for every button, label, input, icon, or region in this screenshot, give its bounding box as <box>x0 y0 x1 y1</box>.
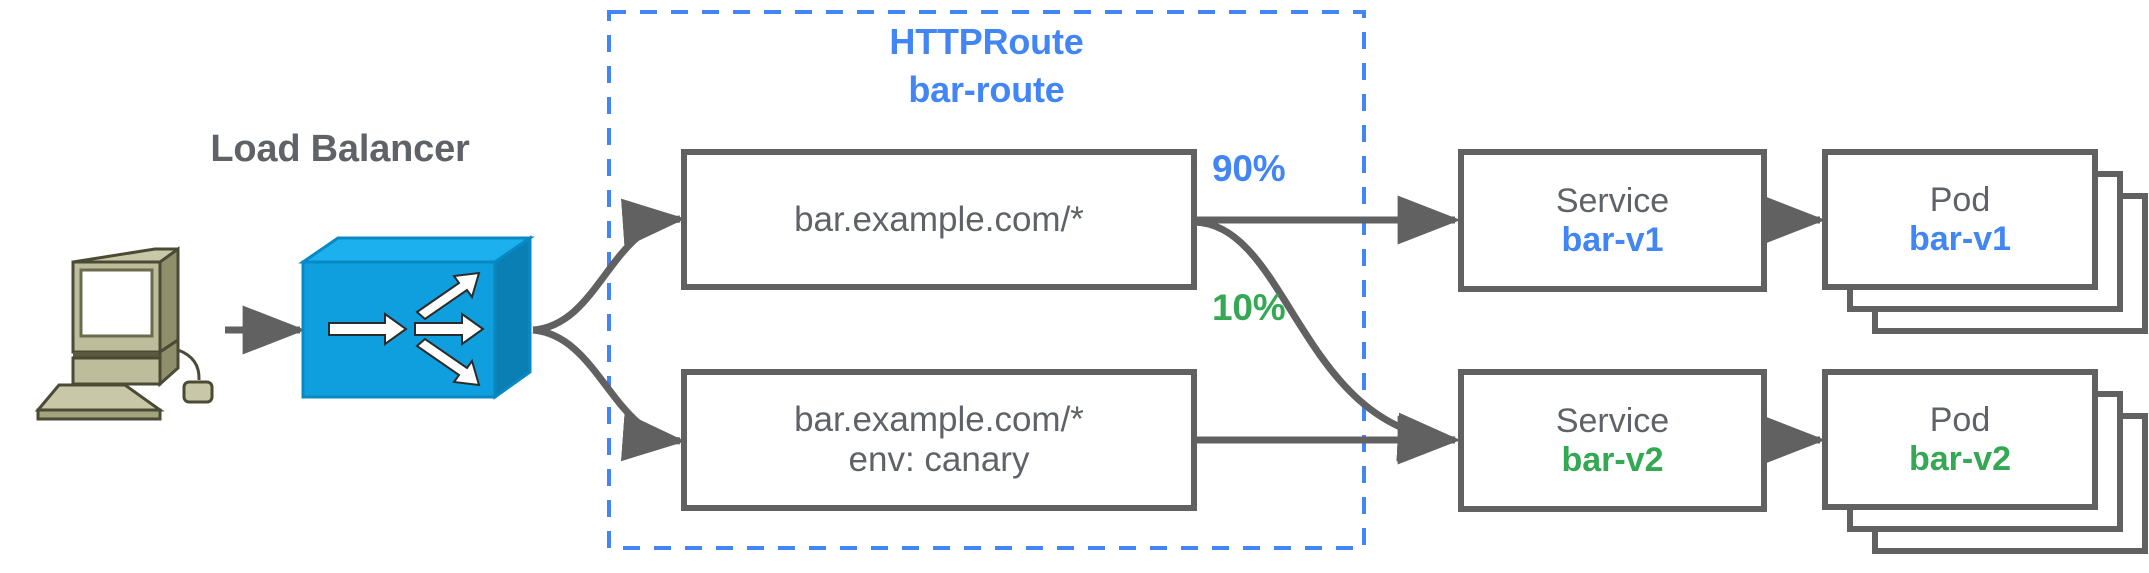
arrow-rule-to-service-v2-canary-split <box>1193 218 1461 462</box>
pod-bar-v1-kind: Pod <box>1929 180 1991 219</box>
pod-box-bar-v2 <box>1822 369 2098 510</box>
httproute-boundary <box>607 10 1366 550</box>
service-bar-v1-kind: Service <box>1555 181 1670 220</box>
load-balancer-switch-icon <box>298 235 535 400</box>
pod-bar-v2-text: Pod bar-v2 <box>1825 372 2095 507</box>
service-bar-v2-name: bar-v2 <box>1561 440 1664 479</box>
rule-canary-line1: bar.example.com/* <box>794 400 1084 439</box>
rule-primary-text: bar.example.com/* <box>684 152 1194 287</box>
service-box-bar-v1 <box>1458 149 1767 292</box>
service-bar-v1-text: Service bar-v1 <box>1461 152 1764 289</box>
weight-label-10: 10% <box>1212 287 1286 328</box>
pod-bar-v2-kind: Pod <box>1929 400 1991 439</box>
pod-box-bar-v1 <box>1822 149 2098 290</box>
pod-bar-v1-name: bar-v1 <box>1908 219 2012 258</box>
arrow-lb-to-rule-primary <box>532 198 686 334</box>
pod-bar-v1-text: Pod bar-v1 <box>1825 152 2095 287</box>
arrow-lb-to-rule-canary <box>532 326 686 462</box>
rule-primary-line1: bar.example.com/* <box>794 199 1084 239</box>
pod-stack-bar-v1 <box>1822 149 2148 334</box>
httproute-kind-label: HTTPRoute <box>889 21 1084 62</box>
rule-box-primary <box>681 149 1197 290</box>
pod-bar-v2-name: bar-v2 <box>1908 439 2012 478</box>
httproute-name-label: bar-route <box>908 69 1065 110</box>
rule-canary-line2: env: canary <box>848 440 1030 479</box>
load-balancer-label: Load Balancer <box>210 128 470 170</box>
pod-stack-bar-v2 <box>1822 369 2148 554</box>
weight-label-90: 90% <box>1212 148 1286 189</box>
service-bar-v2-text: Service bar-v2 <box>1461 372 1764 509</box>
service-bar-v1-name: bar-v1 <box>1561 220 1664 259</box>
service-bar-v2-kind: Service <box>1555 401 1670 440</box>
desktop-computer-icon <box>34 246 214 421</box>
service-box-bar-v2 <box>1458 369 1767 512</box>
rule-canary-text: bar.example.com/* env: canary <box>684 372 1194 508</box>
rule-box-canary <box>681 369 1197 511</box>
